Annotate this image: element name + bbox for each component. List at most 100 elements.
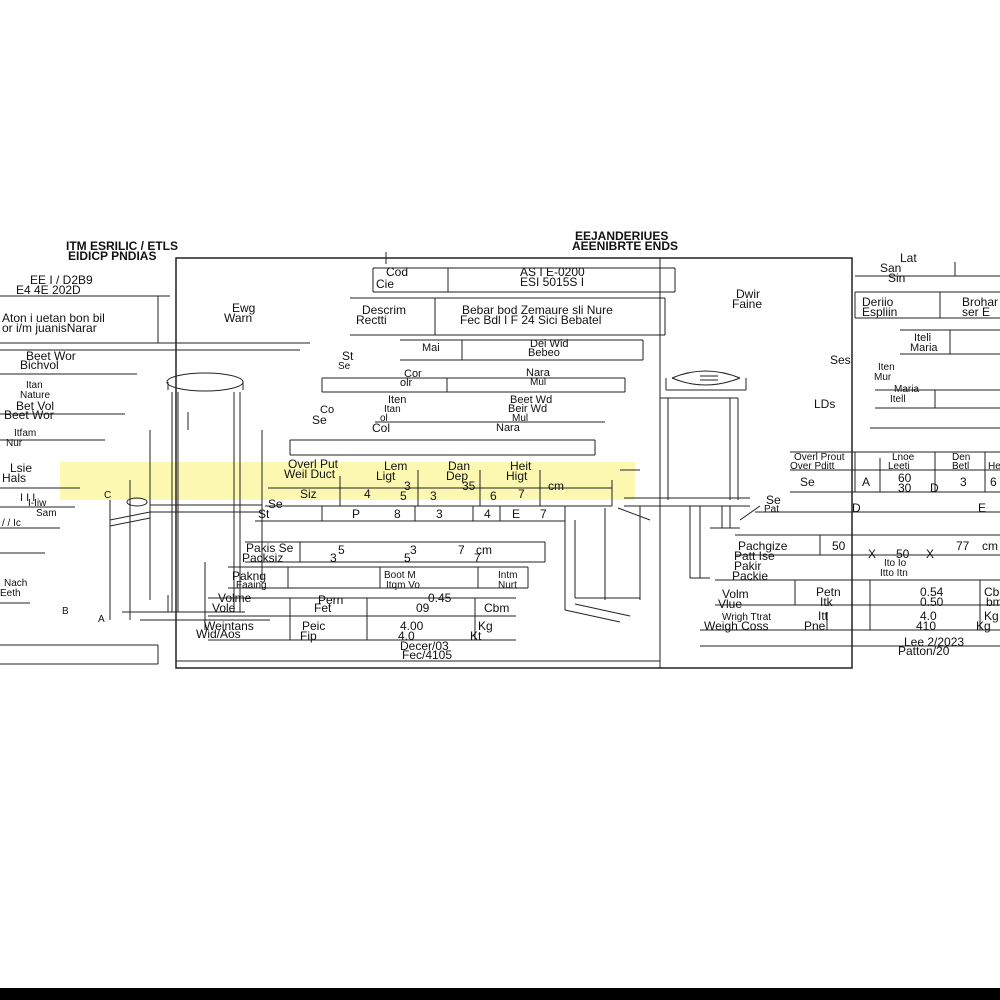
pack-r3-3: Fet — [314, 601, 332, 615]
rpack-r4-4: 4.0 — [920, 609, 937, 623]
top-r1-b: Cie — [376, 277, 395, 291]
rpack-date-1: Lee 2/2023 — [904, 635, 965, 649]
rdim-r1-2: 60 — [898, 471, 912, 485]
left-code-2: E4 4E 202D — [16, 283, 81, 297]
rdim-r1-3: 30 — [898, 481, 912, 495]
left-heading-2: EIDICP PNDIAS — [68, 249, 157, 263]
dim-r1-4: 3 — [430, 489, 437, 503]
left-small-1: Hals — [2, 471, 27, 485]
dim-r1-0: Siz — [300, 487, 317, 501]
center-heading-2: AEENIBRTE ENDS — [572, 239, 679, 253]
pack-r3-1: Vole — [212, 601, 236, 615]
rdim-h-3: Leeti — [888, 461, 910, 472]
dim-r2-3: 8 — [394, 507, 401, 521]
dim-h-1: Weil Duct — [284, 467, 336, 481]
pack-r2-0: Pakng — [232, 569, 267, 583]
rdim-r1-0: Se — [800, 475, 815, 489]
mid-label-13: Mul — [512, 413, 529, 424]
dim-r2-5: 4 — [484, 507, 491, 521]
rpack-r3-2: Petn — [816, 585, 841, 599]
rpack-r4-2: Itt — [818, 609, 829, 623]
top-r1-c: AS I E-0200 — [520, 265, 585, 279]
mid-label-15: Se — [312, 413, 327, 427]
dim-h-0: Overl Put — [288, 457, 339, 471]
center-heading-1: EEJANDERIUES — [575, 229, 669, 243]
rpack-r1-3: X — [868, 547, 877, 561]
dim-h-6: Heit — [510, 459, 532, 473]
pack-r2-3: Itqm Vo — [386, 580, 420, 591]
top-r2-d: Fec Bdl I F 24 Sici Bebatel — [460, 313, 602, 327]
left-small-8: B — [62, 606, 69, 617]
mid-label-10: Col — [372, 421, 391, 435]
rdim-r1-4: D — [930, 481, 939, 495]
rdim-h-2: Lnoe — [892, 452, 915, 463]
dim-r1-2: 3 — [404, 479, 411, 493]
highlight-band — [60, 462, 635, 500]
left-label-5: Beet Wor — [4, 408, 54, 422]
left-heading-1: ITM ESRILIC / ETLS — [66, 239, 179, 253]
rpack-r4-0: Wrigh Ttrat — [722, 612, 772, 623]
top-r3-a: Mai — [422, 342, 440, 354]
pack-r3-0: Volme — [218, 591, 252, 605]
mid-label-0: St — [342, 349, 354, 363]
rpack-r4-5: 410 — [916, 619, 937, 633]
mid-label-6: Iten — [388, 394, 407, 406]
right-r3-1: Mur — [874, 372, 892, 383]
right-r4-1: Itell — [890, 394, 906, 405]
right-top-0: Lat — [900, 251, 917, 265]
pack-r4-7: Kt — [470, 629, 482, 643]
left-small-6: Nach — [4, 578, 28, 589]
rdim-r2-0: Se — [766, 493, 781, 507]
rpack-r3-5: 0.50 — [920, 595, 944, 609]
pack-r3-6: Cbm — [484, 601, 510, 615]
mid-label-2: Cor — [404, 368, 422, 380]
dim-r1-1: 4 — [364, 487, 371, 501]
mid-label-12: Nara — [496, 422, 520, 434]
dim-r1-7: 7 — [518, 487, 525, 501]
dim-r1-3: 5 — [400, 489, 407, 503]
right-r1-3: ser E — [962, 305, 991, 319]
right-heading-2: Faine — [732, 297, 763, 311]
left-label-6: Itfam — [14, 428, 37, 439]
mid-label-11: ol — [380, 413, 388, 424]
top-r2-b: Rectti — [356, 313, 387, 327]
rpack-r3-4: 0.54 — [920, 585, 944, 599]
left-label-7: Nur — [6, 438, 23, 449]
pack-r4-5: 4.0 — [398, 629, 415, 643]
mid-label-1: Se — [338, 361, 351, 372]
rpack-r2-1: Packie — [732, 569, 769, 583]
dim-h-4: Dan — [448, 459, 471, 473]
rdim-h-1: Over Pditt — [790, 461, 835, 472]
dim-h-7: Higt — [506, 469, 528, 483]
left-label-0: Beet Wor — [26, 349, 76, 363]
rpack-r1-0: Pachgize — [738, 539, 788, 553]
mid-label-14: Co — [320, 404, 335, 416]
mid-label-3: olr — [400, 377, 413, 389]
rdim-r2-3: E — [978, 501, 987, 515]
pack-r4-6: Kg — [478, 619, 493, 633]
pack-r1-5: 5 — [404, 551, 411, 565]
dim-r2-2: P — [352, 507, 361, 521]
rpack-r1-1: Patt Ise — [734, 549, 775, 563]
pack-r4-0: Weintans — [204, 619, 254, 633]
rdim-h-5: Betl — [952, 461, 970, 472]
pack-r4-3: Fip — [300, 629, 317, 643]
pack-r1-3: 3 — [330, 551, 337, 565]
pack-r1-8: cm — [476, 543, 492, 557]
right-r2-0: Iteli — [914, 332, 932, 344]
rpack-r3-0: Volm — [722, 587, 749, 601]
rpack-r1-7: cm — [982, 539, 998, 553]
top-r1-a: Cod — [386, 265, 409, 279]
rdim-r1-1: A — [862, 475, 871, 489]
right-heading-1: Dwir — [736, 287, 760, 301]
dim-h-3: Ligt — [376, 469, 396, 483]
dim-r2-7: 7 — [540, 507, 547, 521]
pack-r1-0: Pakis Se — [246, 541, 294, 555]
pack-r1-2: 5 — [338, 543, 345, 557]
pack-r3-5: 09 — [416, 601, 430, 615]
pack-r1-6: 7 — [458, 543, 465, 557]
top-r2-a: Descrim — [362, 303, 406, 317]
dim-h-2: Lem — [384, 459, 408, 473]
pack-r4-2: Peic — [302, 619, 326, 633]
